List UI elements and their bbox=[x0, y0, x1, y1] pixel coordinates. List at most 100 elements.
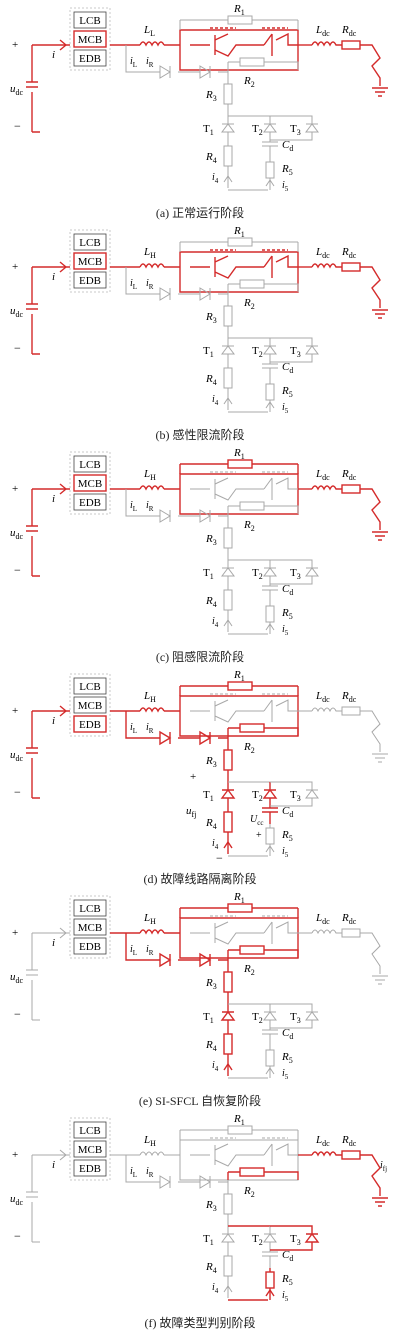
circuit-panel-e: + − udc i LCB MCB EDB LH R1 R2 bbox=[0, 888, 400, 1111]
i-label: i bbox=[52, 715, 55, 727]
r5-label: R5 bbox=[281, 1273, 293, 1287]
svg-text:LCB: LCB bbox=[79, 681, 100, 693]
lcb-box: LCB bbox=[73, 899, 107, 917]
circuit-diagram: + − udc i LCB MCB EDB LH R1 R2 bbox=[10, 1113, 388, 1303]
panel-caption: (d) 故障线路隔离阶段 bbox=[143, 872, 257, 886]
t1-label: T1 bbox=[203, 567, 214, 581]
svg-text:MCB: MCB bbox=[78, 700, 102, 712]
rdc-label: Rdc bbox=[341, 690, 357, 704]
breaker-frame bbox=[69, 7, 111, 71]
t3-label: T3 bbox=[290, 567, 301, 581]
t3-label: T3 bbox=[290, 1011, 301, 1025]
t3-label: T3 bbox=[290, 123, 301, 137]
r4-label: R4 bbox=[205, 373, 217, 387]
r1-label: R1 bbox=[233, 669, 245, 683]
t1-label: T1 bbox=[203, 1011, 214, 1025]
bottom-rail bbox=[228, 1225, 270, 1301]
t2-label: T2 bbox=[252, 567, 263, 581]
svg-text:LCB: LCB bbox=[79, 1125, 100, 1137]
ldc-label: Ldc bbox=[315, 468, 330, 482]
resistor-r4 bbox=[223, 362, 233, 410]
thyristor-t1 bbox=[221, 342, 235, 362]
circuit-diagram: + − udc i LCB MCB EDB LH R1 R2 bbox=[10, 447, 388, 637]
resistor-r5 bbox=[265, 824, 275, 856]
svg-text:EDB: EDB bbox=[79, 53, 101, 65]
il-label: iL bbox=[130, 1166, 137, 1179]
resistor-r1 bbox=[179, 15, 299, 30]
i5-label: i5 bbox=[282, 180, 289, 193]
t2-label: T2 bbox=[252, 123, 263, 137]
r4-label: R4 bbox=[205, 151, 217, 165]
i-label: i bbox=[52, 1159, 55, 1171]
t1-label: T1 bbox=[203, 345, 214, 359]
rdc-label: Rdc bbox=[341, 912, 357, 926]
main-line bbox=[110, 251, 299, 293]
resistor-r2 bbox=[227, 1167, 299, 1180]
resistor-r2 bbox=[227, 279, 299, 292]
breaker-frame bbox=[69, 673, 111, 737]
ir-label: iR bbox=[146, 56, 154, 69]
diode-branch bbox=[125, 933, 228, 968]
minus-sign: − bbox=[14, 1229, 21, 1243]
ir-label: iR bbox=[146, 722, 154, 735]
edb-box: EDB bbox=[73, 1159, 107, 1177]
thyristor-t1 bbox=[220, 1008, 236, 1028]
thyristor-t2-cap bbox=[262, 1226, 278, 1268]
edb-box: EDB bbox=[73, 271, 107, 289]
breaker-frame bbox=[69, 895, 111, 959]
edb-box: EDB bbox=[73, 49, 107, 67]
r2-label: R2 bbox=[243, 1185, 255, 1199]
r1-label: R1 bbox=[233, 891, 245, 905]
main-line bbox=[110, 695, 299, 737]
output-line bbox=[298, 1150, 388, 1207]
r5-label: R5 bbox=[281, 385, 293, 399]
cd-label: Cd bbox=[282, 805, 293, 819]
mcb-box: MCB bbox=[73, 1140, 107, 1158]
thyristor-t2-cap bbox=[262, 338, 278, 380]
cd-label: Cd bbox=[282, 583, 293, 597]
thyristor-t2-cap bbox=[262, 782, 278, 824]
resistor-r3 bbox=[223, 1180, 233, 1230]
svg-text:LCB: LCB bbox=[79, 237, 100, 249]
resistor-r1 bbox=[179, 1125, 299, 1140]
r5-label: R5 bbox=[281, 163, 293, 177]
plus-sign: + bbox=[12, 39, 18, 51]
circuit-diagram: + − udc i LCB MCB EDB LL R1 R2 bbox=[10, 3, 388, 193]
diode-branch bbox=[125, 267, 228, 301]
r5-label: R5 bbox=[281, 607, 293, 621]
svg-text:EDB: EDB bbox=[79, 497, 101, 509]
dc-source bbox=[26, 927, 70, 1021]
thyristor-t2-cap bbox=[262, 1004, 278, 1046]
r3-label: R3 bbox=[205, 311, 217, 325]
lcb-box: LCB bbox=[73, 1121, 107, 1139]
resistor-r3 bbox=[223, 736, 233, 786]
r4-label: R4 bbox=[205, 1039, 217, 1053]
r2-label: R2 bbox=[243, 963, 255, 977]
r1-label: R1 bbox=[233, 3, 245, 17]
udc-label: udc bbox=[10, 527, 24, 541]
plus-sign: + bbox=[12, 1149, 18, 1161]
circuit-panel-b: + − udc i LCB MCB EDB LH R1 R2 bbox=[0, 222, 400, 445]
minus-sign: − bbox=[14, 785, 21, 799]
i-label: i bbox=[52, 937, 55, 949]
lh-label: LH bbox=[143, 912, 156, 926]
main-line bbox=[110, 917, 299, 959]
cd-label: Cd bbox=[282, 1027, 293, 1041]
ldc-label: Ldc bbox=[315, 24, 330, 38]
igbt-bridge bbox=[190, 471, 298, 501]
panel-caption: (a) 正常运行阶段 bbox=[155, 206, 245, 220]
ufj-plus: + bbox=[190, 771, 196, 783]
r4-label: R4 bbox=[205, 595, 217, 609]
thyristor-t1 bbox=[221, 564, 235, 584]
rdc-label: Rdc bbox=[341, 1134, 357, 1148]
svg-text:EDB: EDB bbox=[79, 275, 101, 287]
i4-label: i4 bbox=[212, 838, 219, 851]
udc-label: udc bbox=[10, 305, 24, 319]
svg-text:MCB: MCB bbox=[78, 478, 102, 490]
svg-text:MCB: MCB bbox=[78, 34, 102, 46]
bottom-rail bbox=[228, 337, 270, 413]
plus-sign: + bbox=[12, 705, 18, 717]
lcb-box: LCB bbox=[73, 11, 107, 29]
output-line bbox=[298, 40, 388, 97]
resistor-r1 bbox=[179, 903, 299, 918]
